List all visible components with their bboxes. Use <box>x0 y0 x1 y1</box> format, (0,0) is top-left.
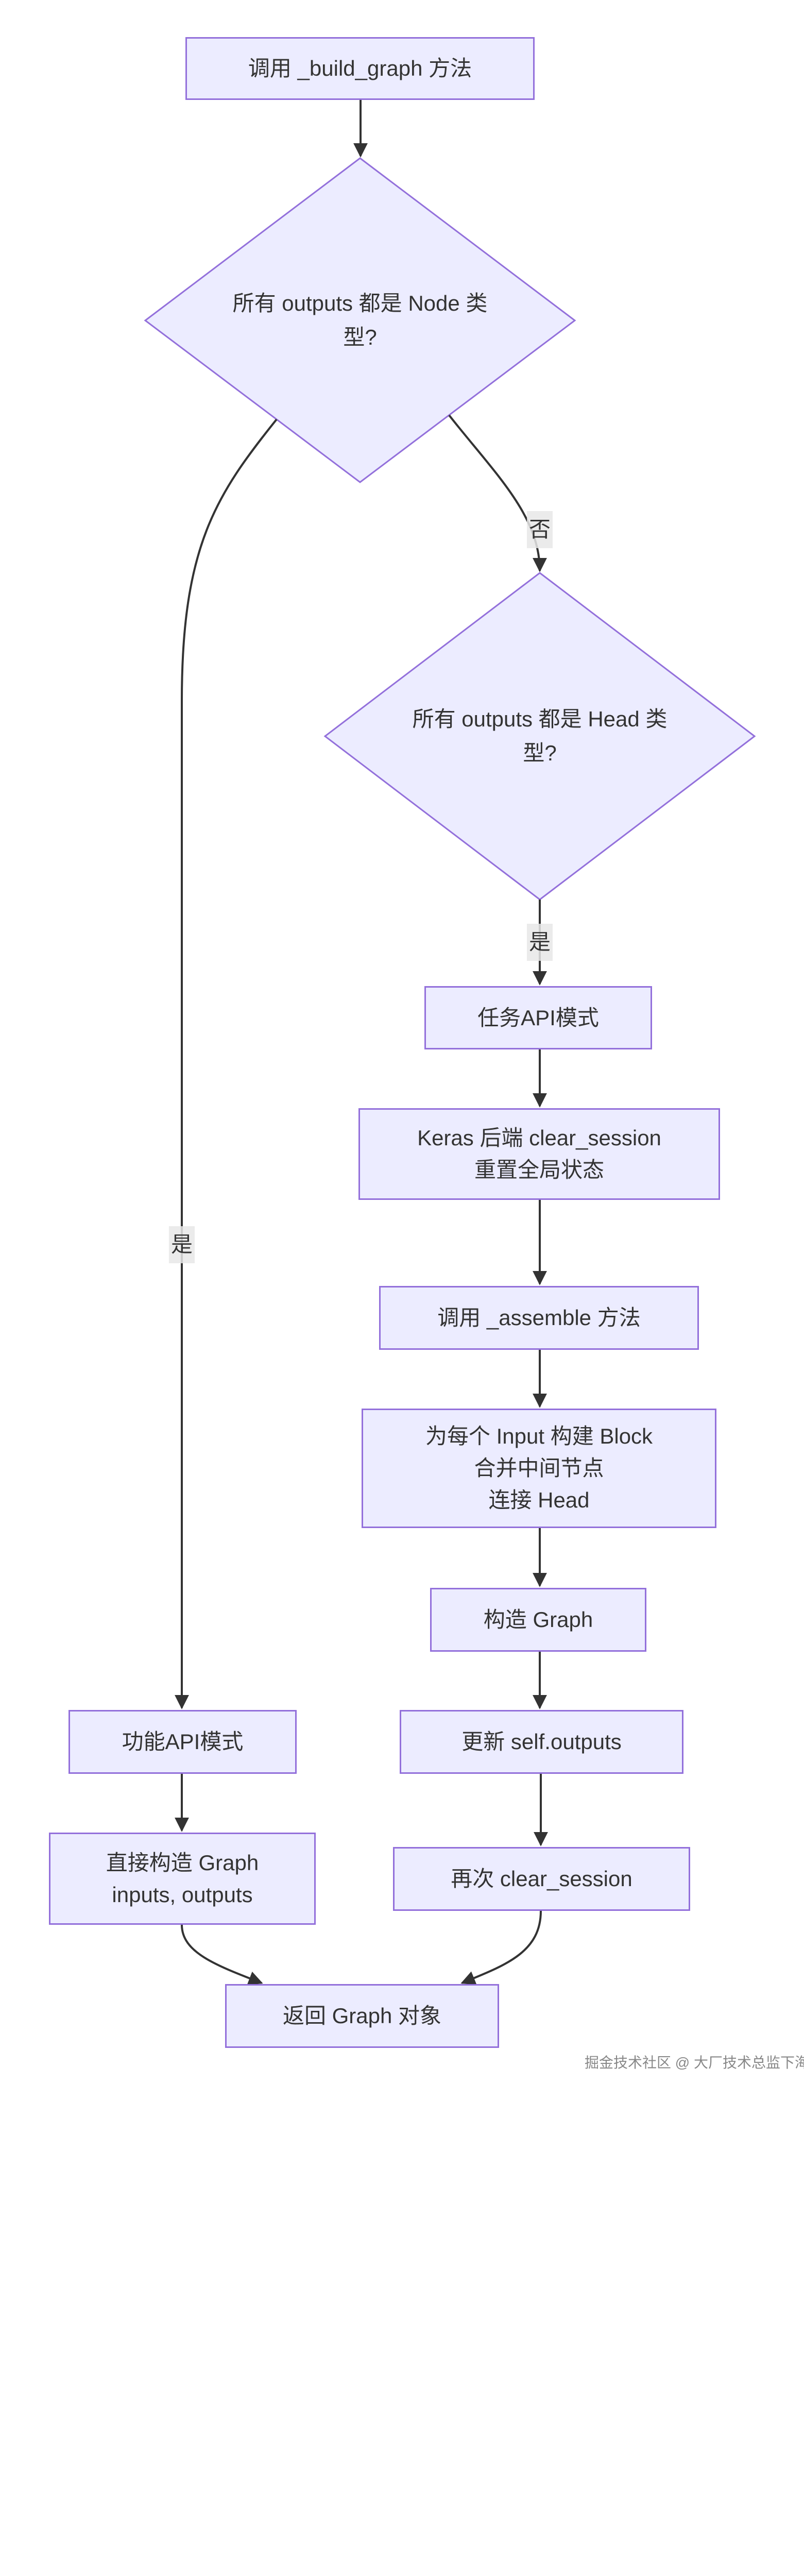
edge-label-yes-node: 是 <box>168 1226 195 1263</box>
decision-head-label: 所有 outputs 都是 Head 类 型? <box>412 707 668 765</box>
edge-label-yes-head: 是 <box>526 924 553 961</box>
edge-decision-yes <box>175 418 278 1709</box>
node-label: 调用 _assemble 方法 <box>437 1306 641 1330</box>
node-label: 更新 self.outputs <box>461 1730 622 1754</box>
node-assemble: 调用 _assemble 方法 <box>379 1286 699 1350</box>
node-label: 任务API模式 <box>477 1005 599 1030</box>
node-construct-graph: 构造 Graph <box>430 1588 646 1652</box>
decision-node-shape <box>144 157 576 483</box>
flowchart-edges <box>144 100 756 1985</box>
edge-direct-return <box>181 1924 263 1985</box>
decision-node-label: 所有 outputs 都是 Node 类 型? <box>232 291 488 349</box>
edge-clear-return <box>460 1910 542 1985</box>
node-label: 构造 Graph <box>483 1607 593 1632</box>
watermark: 掘金技术社区 @ 大厂技术总监下海 <box>585 2055 804 2071</box>
node-build-blocks: 为每个 Input 构建 Block 合并中间节点 连接 Head <box>362 1409 716 1528</box>
node-functional-api: 功能API模式 <box>69 1710 297 1774</box>
node-label: 再次 clear_session <box>451 1867 632 1891</box>
node-start: 调用 _build_graph 方法 <box>185 37 535 100</box>
node-clear-again: 再次 clear_session <box>393 1847 690 1911</box>
flowchart-canvas: 调用 _build_graph 方法 所有 outputs 都是 Node 类 … <box>49 37 804 2071</box>
node-label: 返回 Graph 对象 <box>282 2004 442 2028</box>
node-label: 为每个 Input 构建 Block 合并中间节点 连接 Head <box>425 1424 653 1512</box>
node-return-graph: 返回 Graph 对象 <box>225 1984 499 2048</box>
node-direct-construct: 直接构造 Graph inputs, outputs <box>49 1833 316 1925</box>
node-task-api: 任务API模式 <box>424 986 652 1049</box>
edge-label-no: 否 <box>526 511 553 548</box>
node-clear-session: Keras 后端 clear_session 重置全局状态 <box>358 1108 720 1200</box>
node-update-outputs: 更新 self.outputs <box>400 1710 683 1774</box>
node-label: 直接构造 Graph inputs, outputs <box>106 1850 259 1907</box>
node-label: 功能API模式 <box>122 1730 244 1754</box>
edge-decision-no <box>448 414 547 572</box>
node-label: 调用 _build_graph 方法 <box>248 56 472 80</box>
node-label: Keras 后端 clear_session 重置全局状态 <box>417 1126 661 1182</box>
